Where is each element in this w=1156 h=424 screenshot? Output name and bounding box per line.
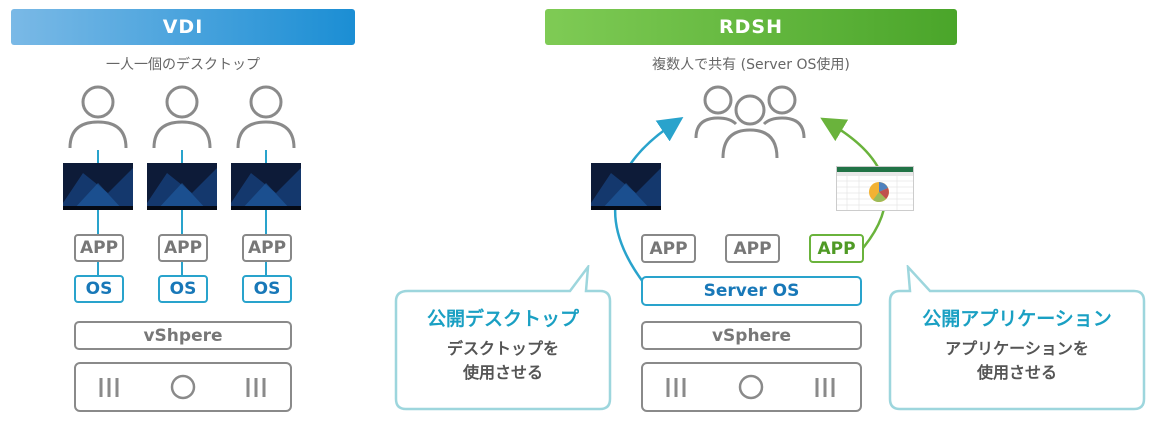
app-chip: APP [242, 234, 292, 262]
rdsh-hypervisor-bar: vSphere [641, 321, 862, 350]
desktop-screenshot [231, 163, 301, 210]
vdi-title: VDI [162, 16, 204, 38]
app-chip: APP [158, 234, 208, 262]
user-icon [236, 85, 296, 149]
vdi-hypervisor-bar: vShpere [74, 321, 292, 350]
callout-app: 公開アプリケーション アプリケーションを 使用させる [890, 304, 1144, 385]
vdi-banner: VDI [11, 9, 355, 45]
rdsh-banner: RDSH [545, 9, 957, 45]
vdi-users [68, 85, 296, 149]
user-icon [152, 85, 212, 149]
rdsh-server [641, 362, 862, 412]
callout-desktop: 公開デスクトップ デスクトップを 使用させる [396, 304, 610, 385]
callout-desktop-line1: デスクトップを [446, 339, 559, 358]
app-chip: APP [641, 234, 696, 263]
spreadsheet-screenshot [836, 166, 914, 211]
callout-app-line1: アプリケーションを [945, 339, 1089, 358]
desktop-screenshot [147, 163, 217, 210]
app-chip-published: APP [809, 234, 864, 263]
server-icon [666, 374, 835, 400]
callout-app-shape [888, 265, 1146, 411]
callout-app-title: 公開アプリケーション [922, 308, 1112, 330]
connector-line [97, 150, 99, 275]
os-chip: OS [74, 275, 124, 303]
connector-line [181, 150, 183, 275]
server-os-bar: Server OS [641, 276, 862, 306]
users-group-icon [694, 85, 806, 159]
callout-desktop-shape [394, 265, 612, 411]
connector-line [265, 150, 267, 275]
user-icon [68, 85, 128, 149]
vdi-subtitle: 一人一個のデスクトップ [106, 57, 260, 73]
os-chip: OS [242, 275, 292, 303]
rdsh-title: RDSH [719, 16, 783, 38]
server-icon [99, 374, 266, 400]
desktop-screenshot [591, 163, 661, 210]
callout-desktop-title: 公開デスクトップ [426, 308, 579, 330]
app-chip: APP [725, 234, 780, 263]
desktop-screenshot [63, 163, 133, 210]
callout-desktop-line2: 使用させる [462, 363, 543, 382]
vdi-server [74, 362, 292, 412]
rdsh-subtitle: 複数人で共有 (Server OS使用) [652, 57, 850, 73]
app-chip: APP [74, 234, 124, 262]
os-chip: OS [158, 275, 208, 303]
callout-app-line2: 使用させる [976, 363, 1057, 382]
